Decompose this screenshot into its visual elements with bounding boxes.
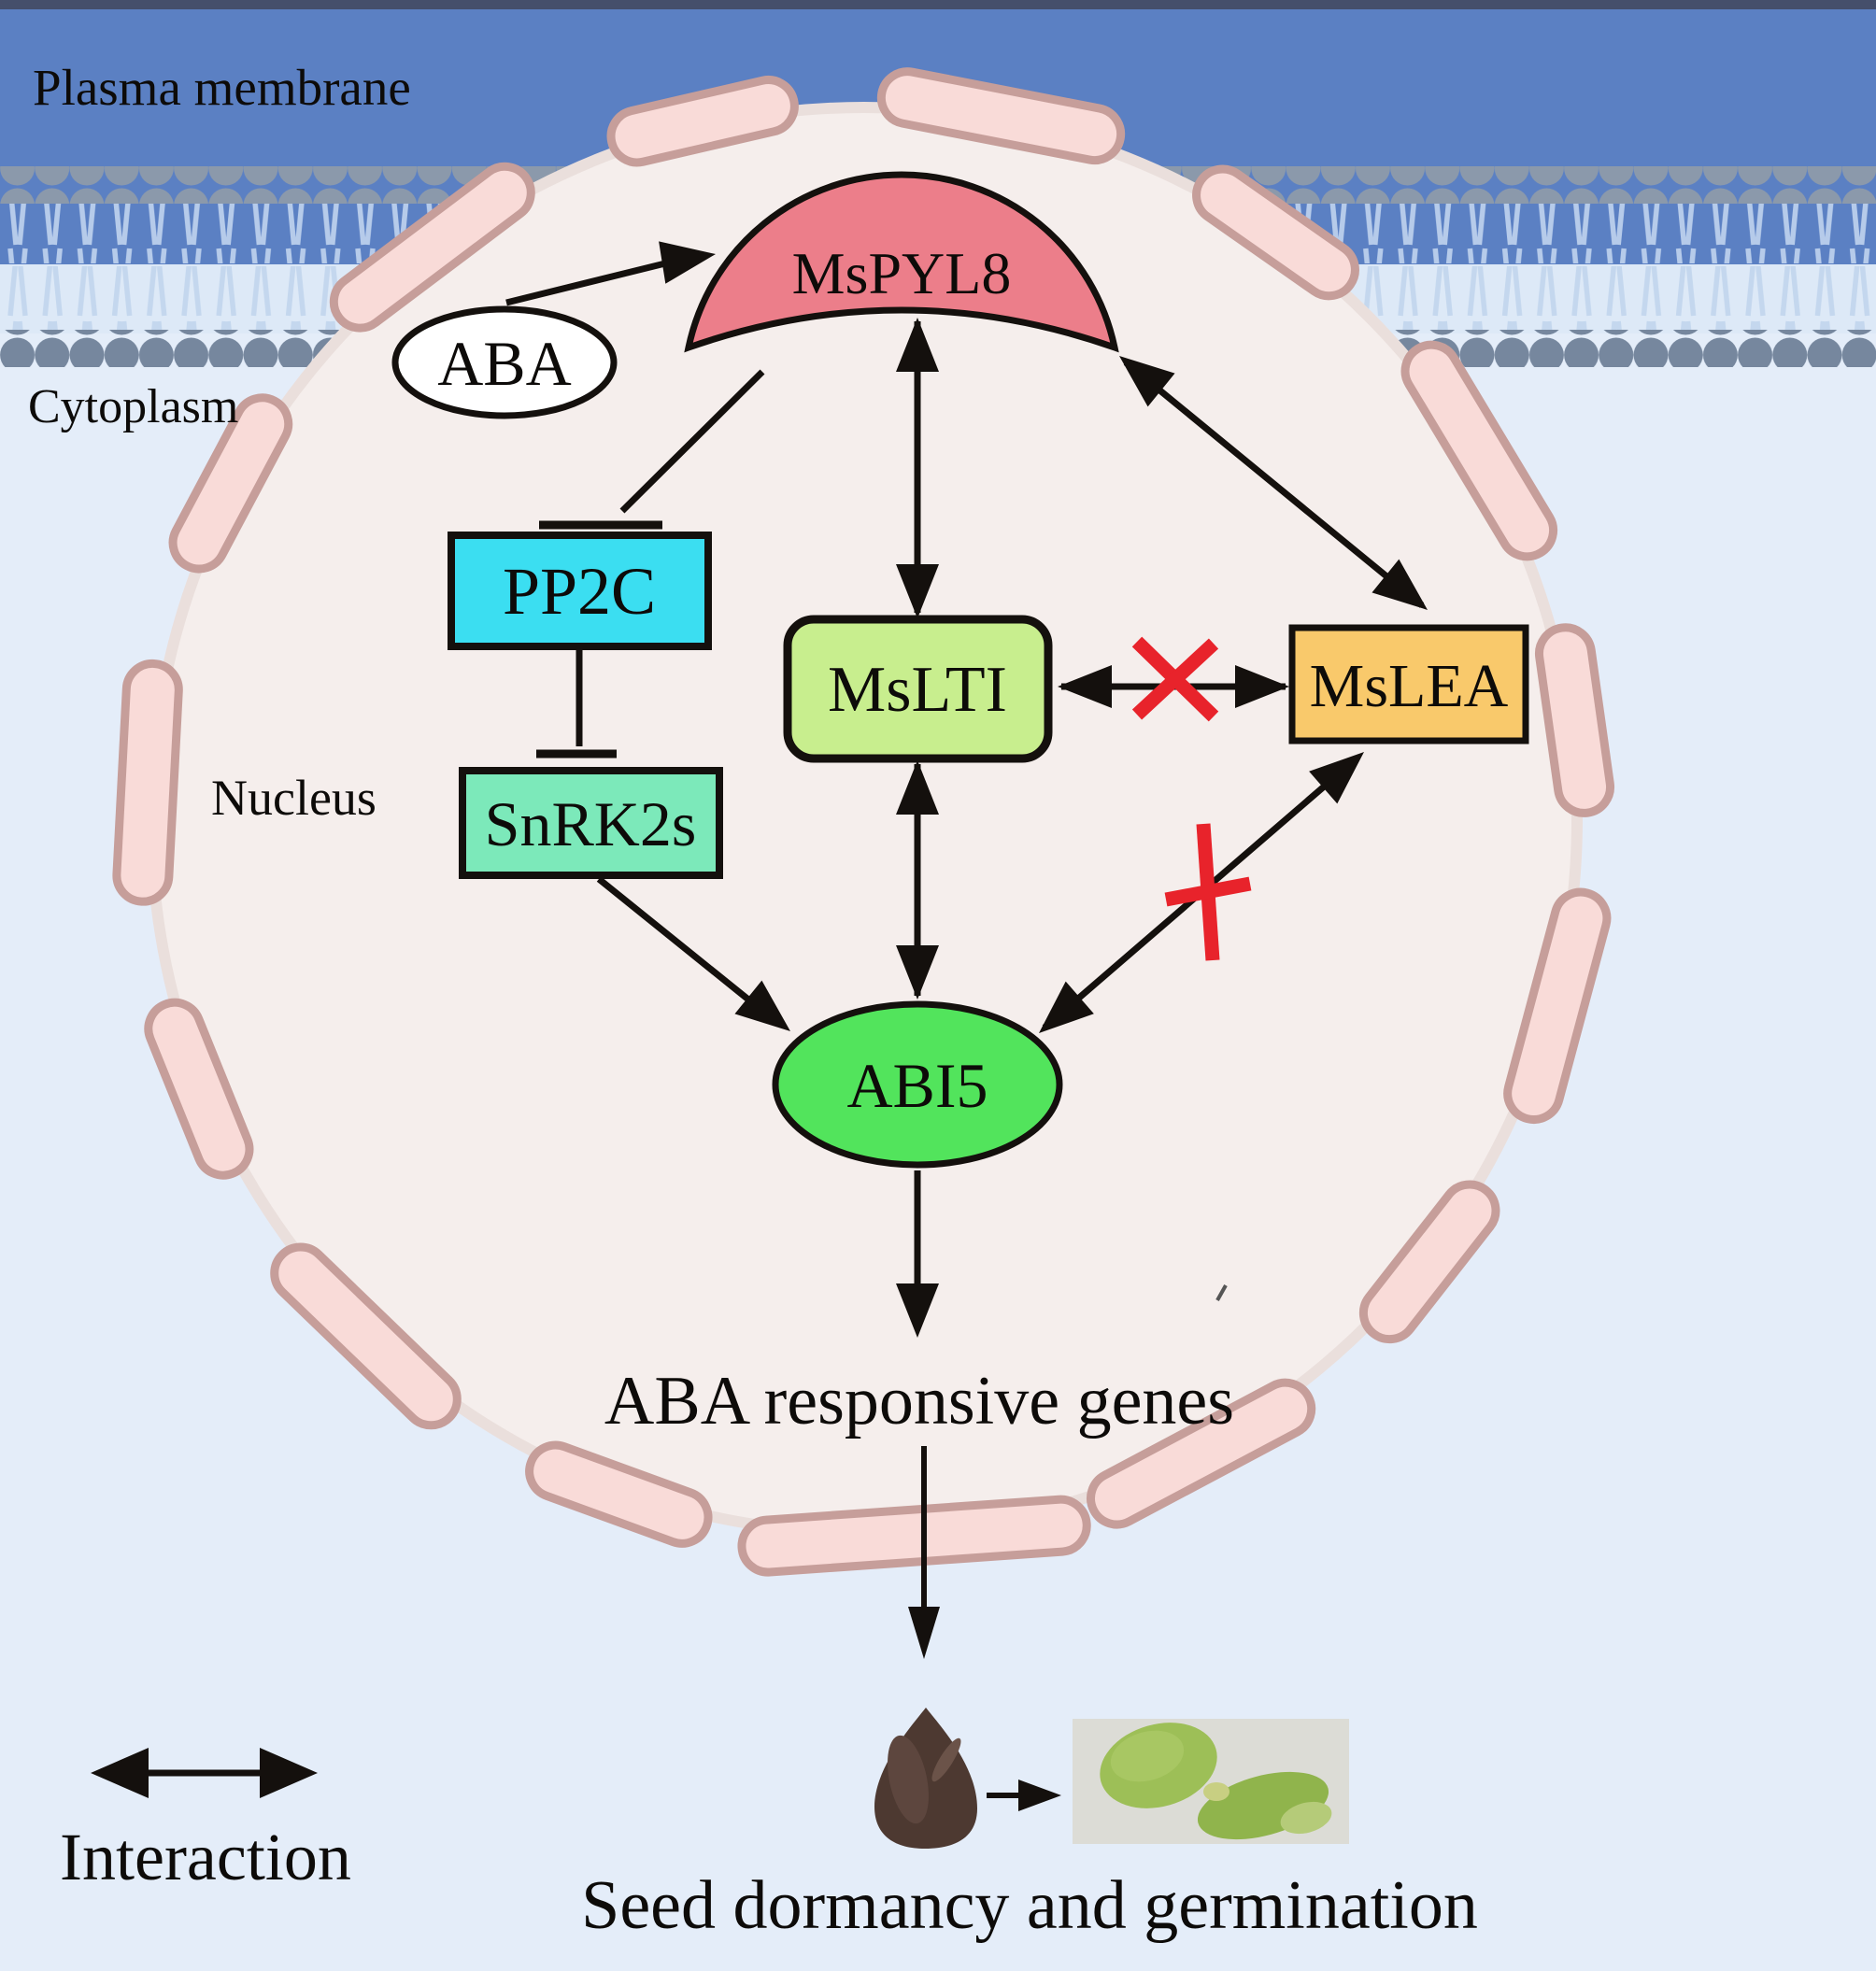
cytoplasm-label: Cytoplasm bbox=[28, 380, 238, 433]
red-cross-icon bbox=[1131, 636, 1219, 722]
seed-caption: Seed dormancy and germination bbox=[581, 1867, 1478, 1944]
legend-interaction-label: Interaction bbox=[60, 1820, 351, 1894]
seedling-photo bbox=[1073, 1719, 1349, 1844]
interaction-mspyl8-mslti bbox=[896, 318, 939, 618]
envelope-segment bbox=[1534, 623, 1615, 817]
pp2c-box-shape bbox=[448, 532, 712, 650]
dormant-seed-illustration bbox=[874, 1708, 977, 1849]
interaction-mspyl8-mslea bbox=[1105, 339, 1442, 627]
blocked-interaction-abi5-mslea bbox=[1024, 735, 1379, 1050]
envelope-segment bbox=[168, 393, 293, 574]
cotyledon-left-highlight bbox=[1110, 1730, 1185, 1782]
node-aba: ABA bbox=[391, 305, 618, 419]
mslea-box-shape bbox=[1288, 624, 1529, 744]
envelope-segment bbox=[1192, 164, 1359, 301]
mslti-box-shape bbox=[783, 615, 1053, 763]
seed-highlight bbox=[888, 1735, 929, 1824]
envelope-segment bbox=[606, 76, 799, 167]
node-mslea: MsLEA bbox=[1288, 624, 1529, 744]
arrow-abi5-to-genes bbox=[896, 1170, 939, 1338]
mslti-label: MsLTI bbox=[828, 654, 1007, 726]
cotyledon-right-tip bbox=[1280, 1801, 1332, 1835]
nuclear-envelope-segments bbox=[112, 67, 1615, 1577]
arrow-snrk2s-to-abi5 bbox=[596, 876, 804, 1048]
envelope-segment bbox=[329, 162, 535, 333]
nucleus-label: Nucleus bbox=[211, 770, 377, 826]
blocked-interaction-mslti-mslea bbox=[1058, 636, 1289, 722]
arrow-aba-to-mspyl8 bbox=[505, 233, 719, 306]
inhibition-pp2c-to-snrk2s bbox=[536, 646, 617, 759]
node-pp2c: PP2C bbox=[448, 532, 712, 650]
mspyl8-crescent-shape bbox=[684, 171, 1119, 353]
arrow-genes-to-seed bbox=[908, 1446, 940, 1659]
connectors bbox=[505, 233, 1442, 1811]
plasma-membrane-label: Plasma membrane bbox=[33, 59, 411, 116]
node-mspyl8: MsPYL8 bbox=[684, 171, 1119, 353]
envelope-segment bbox=[270, 1242, 462, 1430]
abi5-label: ABI5 bbox=[846, 1050, 988, 1121]
envelope-segment bbox=[1087, 1378, 1316, 1529]
inhibition-mspyl8-to-pp2c bbox=[539, 369, 765, 530]
abi5-ellipse-shape bbox=[772, 1000, 1063, 1169]
envelope-segment bbox=[876, 67, 1126, 165]
envelope-segment bbox=[1503, 887, 1612, 1124]
stray-tick-mark bbox=[1215, 1284, 1228, 1301]
interaction-arrow-icon bbox=[91, 1748, 318, 1798]
envelope-segment bbox=[525, 1440, 713, 1548]
envelope-segment bbox=[112, 659, 183, 906]
arrow-seed-to-seedling bbox=[987, 1780, 1061, 1811]
mslea-label: MsLEA bbox=[1310, 652, 1509, 720]
nucleus bbox=[112, 67, 1615, 1577]
red-cross-icon bbox=[1164, 823, 1252, 961]
aba-responsive-genes-label: ABA responsive genes bbox=[604, 1363, 1234, 1439]
envelope-segment bbox=[144, 998, 254, 1180]
seed-streak bbox=[931, 1737, 961, 1782]
envelope-segment bbox=[737, 1495, 1091, 1577]
node-snrk2s: SnRK2s bbox=[459, 767, 723, 879]
snrk2s-box-shape bbox=[459, 767, 723, 879]
hypocotyl-joint bbox=[1203, 1782, 1229, 1801]
mspyl8-label: MsPYL8 bbox=[792, 240, 1012, 306]
aba-ellipse-shape bbox=[391, 305, 618, 419]
pp2c-label: PP2C bbox=[503, 554, 656, 629]
nodes: MsPYL8 ABA PP2C SnRK2s MsLTI MsLEA ABI5 bbox=[391, 171, 1529, 1169]
node-mslti: MsLTI bbox=[783, 615, 1053, 763]
aba-label: ABA bbox=[437, 328, 572, 399]
top-border-strip bbox=[0, 0, 1876, 9]
snrk2s-label: SnRK2s bbox=[485, 788, 697, 859]
node-abi5: ABI5 bbox=[772, 1000, 1063, 1169]
envelope-segment bbox=[1358, 1180, 1500, 1344]
legend: Interaction bbox=[60, 1748, 351, 1894]
envelope-segment bbox=[1400, 340, 1558, 561]
interaction-mslti-abi5 bbox=[896, 760, 939, 1000]
